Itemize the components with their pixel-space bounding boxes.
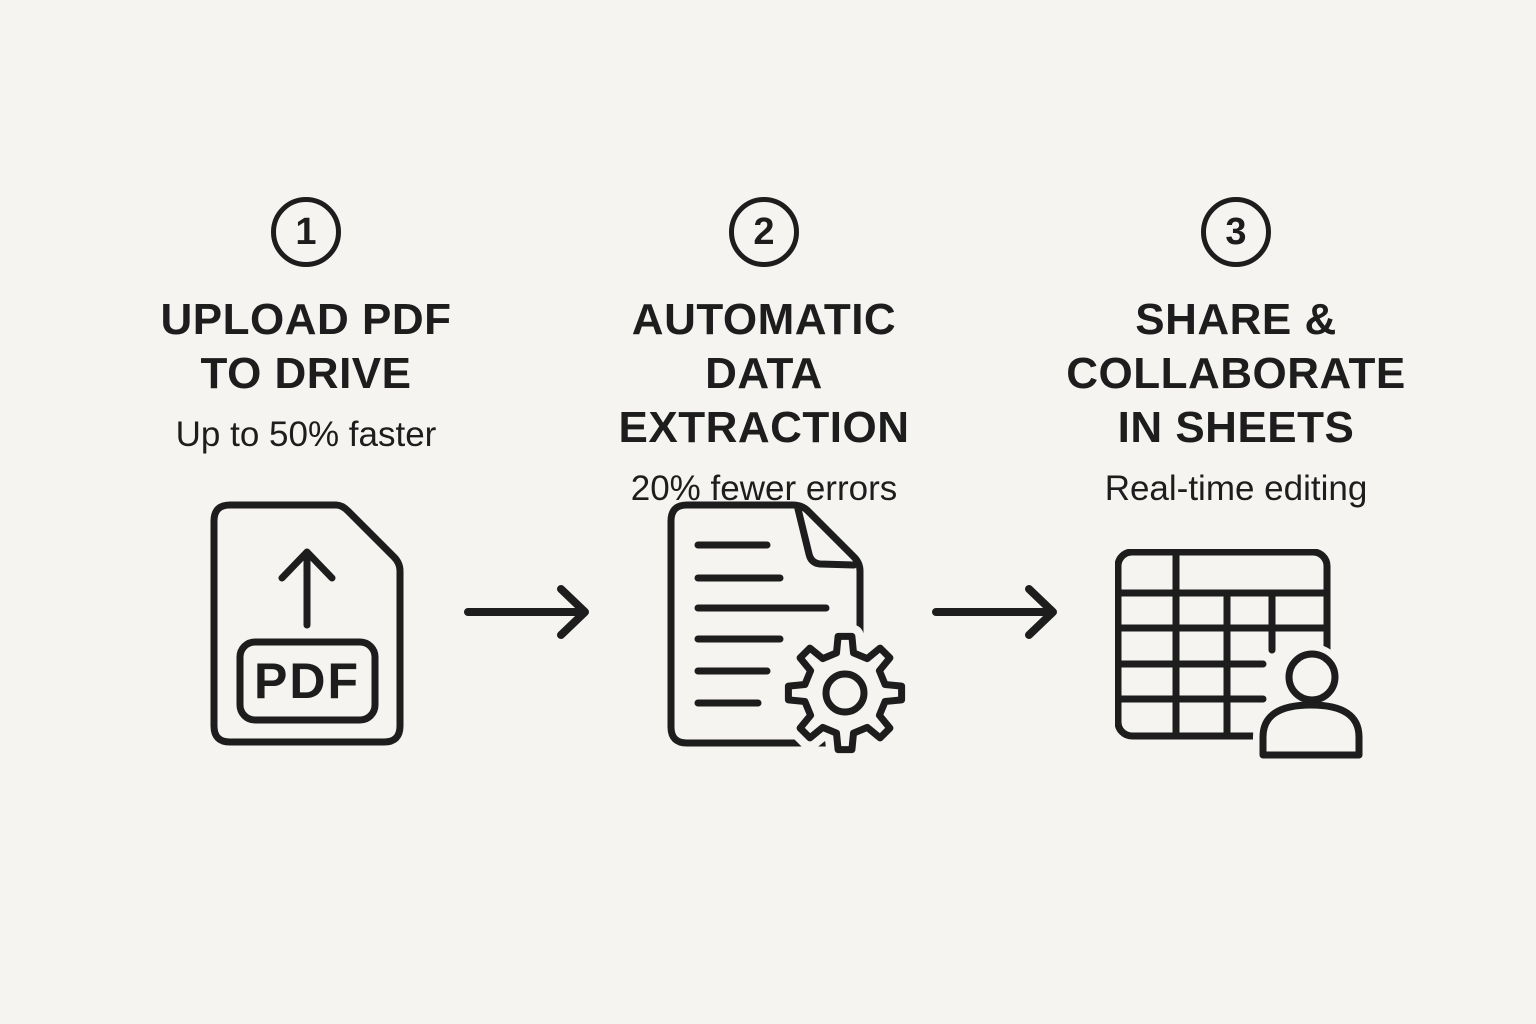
step-title: UPLOAD PDF TO DRIVE <box>116 293 496 401</box>
step-number: 1 <box>295 211 317 253</box>
document-gear-icon <box>667 501 907 759</box>
step-title-line: IN SHEETS <box>1117 403 1355 452</box>
gear-hub <box>822 670 868 716</box>
spreadsheet-user-icon <box>1115 549 1365 764</box>
step-subtitle: Real-time editing <box>1104 469 1368 508</box>
step-column-3: 3 SHARE & COLLABORATE IN SHEETS Real-tim… <box>1036 197 1436 510</box>
upload-arrow <box>278 548 336 629</box>
text-lines <box>694 541 830 707</box>
step-number-badge: 3 <box>1201 197 1271 267</box>
step-title-line: AUTOMATIC <box>631 295 897 344</box>
step-title: SHARE & COLLABORATE IN SHEETS <box>1036 293 1436 455</box>
user-body <box>1259 701 1363 759</box>
folded-corner <box>794 505 858 569</box>
step-number-badge: 1 <box>271 197 341 267</box>
step-title-line: TO DRIVE <box>200 349 412 398</box>
step-number: 3 <box>1225 211 1247 253</box>
step-number-badge: 2 <box>729 197 799 267</box>
pdf-upload-icon: PDF <box>210 501 404 746</box>
step-title-line: DATA EXTRACTION <box>618 349 910 452</box>
table-grid <box>1115 549 1331 740</box>
step-title-line: SHARE & <box>1135 295 1337 344</box>
step-column-2: 2 AUTOMATIC DATA EXTRACTION 20% fewer er… <box>564 197 964 510</box>
pdf-box <box>236 638 379 724</box>
user-head <box>1285 650 1339 704</box>
step-title-line: UPLOAD PDF <box>160 295 452 344</box>
gear-icon <box>784 632 906 754</box>
arrow-right-icon <box>932 585 1057 639</box>
step-number: 2 <box>753 211 775 253</box>
table-outline <box>1115 549 1331 740</box>
document-outline <box>210 501 404 746</box>
step-subtitle: Up to 50% faster <box>175 415 437 454</box>
step-title: AUTOMATIC DATA EXTRACTION <box>564 293 964 455</box>
pdf-label: PDF <box>254 653 360 709</box>
arrow-right-icon <box>464 585 589 639</box>
step-title-line: COLLABORATE <box>1066 349 1406 398</box>
step-column-1: 1 UPLOAD PDF TO DRIVE Up to 50% faster <box>116 197 496 456</box>
